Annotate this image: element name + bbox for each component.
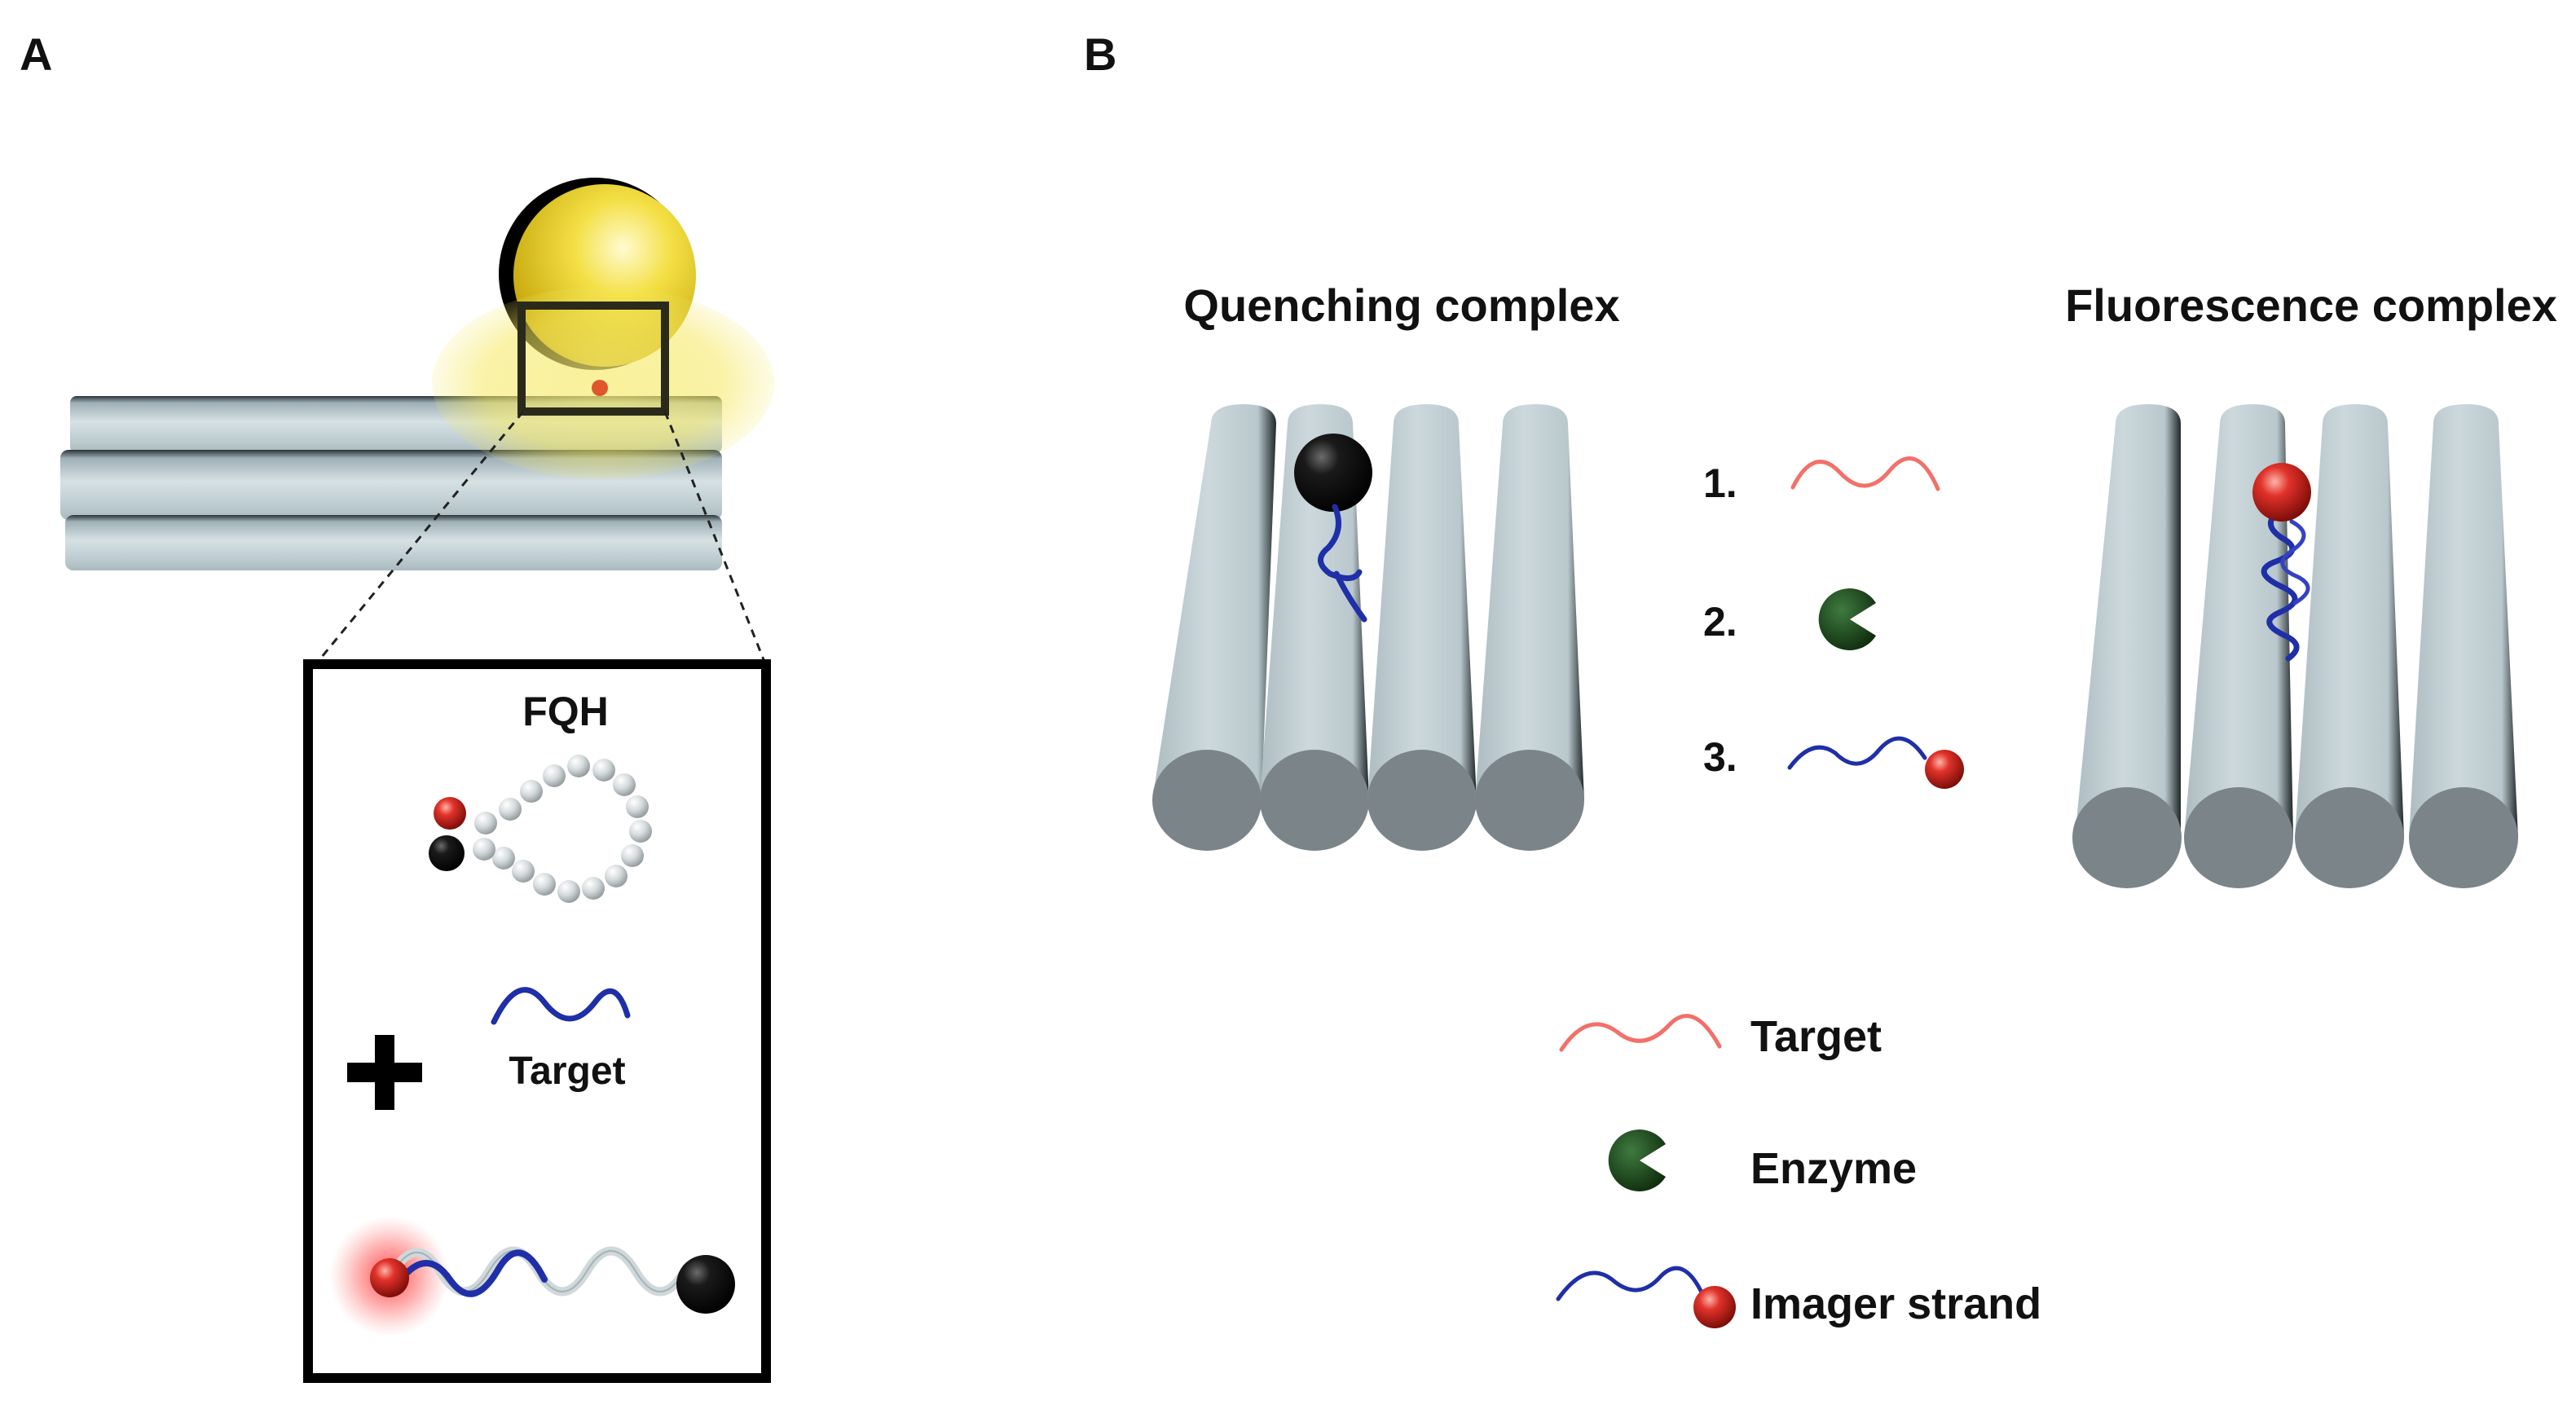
enzyme-icon	[1818, 588, 1876, 650]
legend-label: Imager strand	[1750, 1279, 2041, 1328]
origami-rod	[2295, 404, 2404, 888]
quenching-complex-title: Quenching complex	[1183, 280, 1619, 331]
legend-label: Target	[1750, 1012, 1882, 1061]
quenching-origami	[1152, 404, 1584, 851]
legend: Target Enzyme Imager strand	[1556, 1012, 2041, 1328]
fluorophore-icon	[2252, 463, 2311, 522]
capture-strand-icon	[1318, 504, 1367, 623]
step-number: 3.	[1703, 734, 1737, 780]
imager-strand-icon	[1787, 736, 1964, 789]
step-number: 2.	[1703, 599, 1737, 645]
plus-icon	[347, 1035, 422, 1110]
fluorescence-complex-title: Fluorescence complex	[2065, 280, 2557, 331]
origami-rod	[1475, 404, 1584, 851]
step-number: 1.	[1703, 460, 1737, 506]
fqh-spot-icon	[592, 380, 608, 396]
origami-rod	[2072, 404, 2182, 888]
inset-title: FQH	[522, 689, 609, 734]
origami-rod	[1367, 404, 1477, 851]
legend-label: Enzyme	[1750, 1144, 1917, 1193]
panel-a-letter: A	[20, 29, 52, 80]
target-wave-icon	[1559, 1014, 1722, 1052]
fqh-hairpin-icon	[429, 755, 652, 903]
zoom-lines	[316, 411, 766, 663]
inset-target-label: Target	[509, 1050, 625, 1093]
quencher-icon	[676, 1255, 735, 1314]
panel-b-letter: B	[1084, 29, 1116, 80]
fluorophore-icon	[370, 1258, 409, 1297]
zoom-box	[517, 302, 669, 416]
steps-list: 1. 2. 3.	[1703, 456, 1964, 789]
fluorescence-origami	[2072, 404, 2518, 888]
hybridized-fqh-icon	[329, 1216, 735, 1336]
imager-strand-icon	[1556, 1266, 1736, 1328]
origami-rod	[1152, 404, 1276, 851]
hybridized-strand-icon	[2261, 504, 2300, 662]
origami-rod	[65, 515, 722, 570]
quencher-icon	[1294, 434, 1372, 512]
origami-rod	[2409, 404, 2518, 888]
target-wave-icon	[491, 987, 631, 1025]
enzyme-icon	[1608, 1129, 1666, 1191]
target-wave-icon	[1790, 456, 1940, 491]
